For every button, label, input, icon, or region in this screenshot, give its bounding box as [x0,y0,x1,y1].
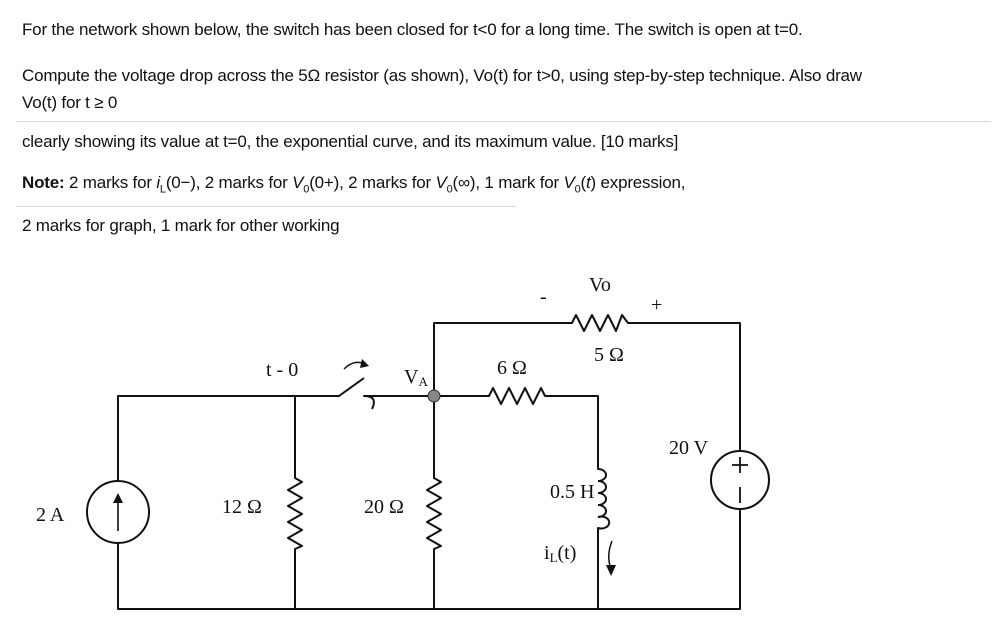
label-il: iL(t) [544,542,576,565]
label-r6: 6 Ω [497,357,527,379]
arrow-down-icon [606,565,616,576]
inductor-coil [597,468,611,530]
v0-subscript: 0 [303,183,310,196]
label-inductor: 0.5 H [550,481,594,503]
note-text: (0−), 2 marks for [165,173,293,192]
wire-bottom [117,508,741,610]
wire [627,322,741,452]
wire [548,395,599,470]
resistor-6-ohm [488,387,549,405]
il-subscript: L [550,550,558,565]
note-text: (∞), 1 mark for [452,173,564,192]
v0-symbol: V [563,173,575,192]
question-line-6: 2 marks for graph, 1 mark for other work… [22,216,340,235]
marks-note: Note: 2 marks for iL(0−), 2 marks for V0… [22,173,685,195]
label-switch: t - 0 [266,359,298,381]
circuit-diagram: 2 A 12 Ω t - 0 20 Ω VA 6 Ω 5 Ω Vo - + 0.… [36,274,770,610]
current-source-circle [86,480,150,544]
divider [16,206,516,207]
resistor-12-ohm [287,477,303,550]
current-arrow-curve [608,540,613,570]
node-va-dot [427,389,441,403]
question-line-3: Vo(t) for t ≥ 0 [22,93,118,112]
arrow-up-icon-head [113,493,123,503]
v0-subscript: 0 [574,183,581,196]
switch-blade [338,377,365,397]
t-symbol: t [586,173,591,192]
resistor-20-ohm [426,477,442,550]
va-subscript: A [418,374,428,389]
resistor-5-ohm [571,314,629,332]
switch-arrow-head [360,359,369,368]
switch [338,359,375,410]
label-r20: 20 Ω [364,496,404,518]
switch-contact [363,395,375,410]
label-vo-minus: - [540,286,547,308]
current-source [86,480,150,544]
v0-symbol: V [292,173,304,192]
v0-subscript: 0 [446,183,453,196]
voltage-source [710,450,770,510]
note-text: ( [580,173,587,192]
label-vo: Vo [589,274,611,296]
question-line-1: For the network shown below, the switch … [22,20,803,39]
il-symbol: i [544,542,550,564]
va-symbol: V [404,366,419,388]
iL-subscript: L [159,183,166,196]
note-text: ) expression, [590,173,686,192]
v0-symbol: V [435,173,447,192]
label-current-source: 2 A [36,504,65,526]
il-argument: (t) [558,542,577,564]
wire [433,322,573,397]
label-vo-plus: + [651,294,662,316]
voltage-source-circle [710,450,770,510]
note-label: Note: [22,173,65,192]
note-text: (0+), 2 marks for [309,173,436,192]
question-line-2: Compute the voltage drop across the 5Ω r… [22,66,862,85]
question-line-4: clearly showing its value at t=0, the ex… [22,132,679,151]
label-r5: 5 Ω [594,344,624,366]
label-voltage-source: 20 V [669,437,709,459]
label-r12: 12 Ω [222,496,262,518]
wires [117,322,741,610]
iL-symbol: i [156,173,160,192]
label-va: VA [404,366,428,389]
note-text: 2 marks for [64,173,157,192]
divider [16,121,991,122]
plus-icon [732,457,748,473]
